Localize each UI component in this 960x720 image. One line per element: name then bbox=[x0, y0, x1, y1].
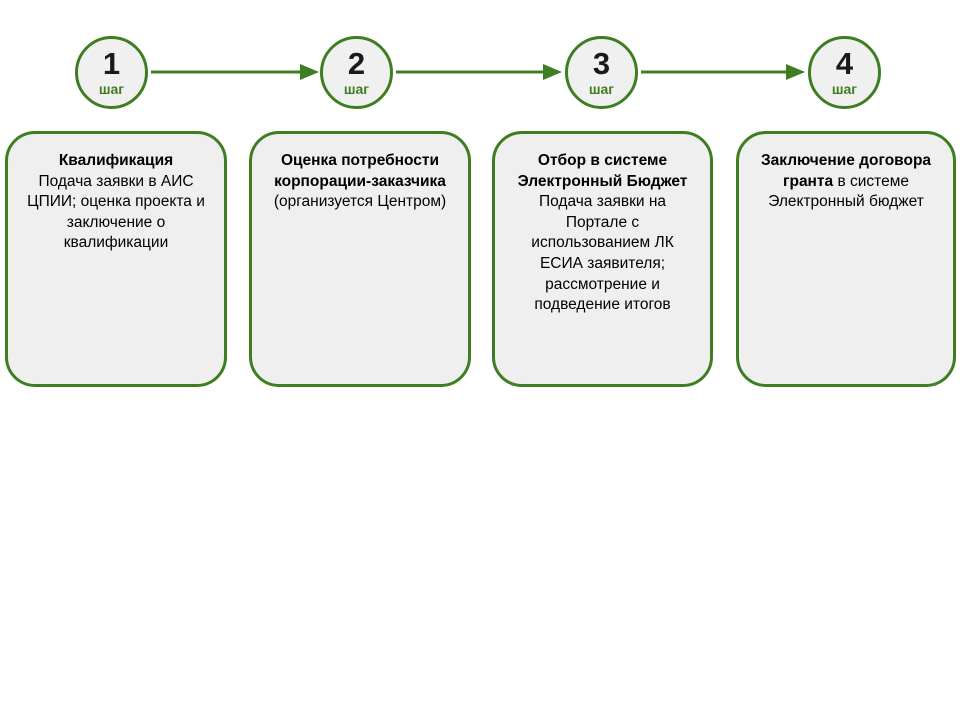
step-title: Оценка потребности корпорации-заказчика bbox=[274, 152, 446, 190]
step-label: шаг bbox=[588, 80, 615, 97]
step-circle-2: 2 шаг bbox=[320, 36, 393, 109]
step-card-2: Оценка потребности корпорации-заказчика … bbox=[249, 131, 471, 387]
step-title: Отбор в системе Электронный Бюджет bbox=[517, 152, 688, 190]
step-number: 1 bbox=[102, 45, 121, 81]
step-label: шаг bbox=[98, 80, 125, 97]
step-label: шаг bbox=[343, 80, 370, 97]
arrow-right-icon bbox=[641, 64, 805, 80]
step-card-1: Квалификация Подача заявки в АИС ЦПИИ; о… bbox=[5, 131, 227, 387]
step-card-3: Отбор в системе Электронный Бюджет Подач… bbox=[492, 131, 713, 387]
step-number: 3 bbox=[592, 45, 611, 81]
step-card-4: Заключение договора гранта в системе Эле… bbox=[736, 131, 956, 387]
step-circle-3: 3 шаг bbox=[565, 36, 638, 109]
arrow-right-icon bbox=[151, 64, 319, 80]
arrow-right-icon bbox=[396, 64, 562, 80]
step-body: Подача заявки в АИС ЦПИИ; оценка проекта… bbox=[27, 172, 205, 252]
step-number: 4 bbox=[835, 45, 854, 81]
step-circle-4: 4 шаг bbox=[808, 36, 881, 109]
step-label: шаг bbox=[831, 80, 858, 97]
step-body: Подача заявки на Портале с использование… bbox=[531, 193, 674, 314]
step-body: (организуется Центром) bbox=[273, 193, 447, 211]
step-circle-1: 1 шаг bbox=[75, 36, 148, 109]
step-body: в системе Электронный бюджет bbox=[768, 172, 924, 211]
step-title: Заключение договора гранта bbox=[760, 152, 932, 190]
step-title: Квалификация bbox=[58, 152, 174, 169]
step-number: 2 bbox=[347, 45, 366, 81]
